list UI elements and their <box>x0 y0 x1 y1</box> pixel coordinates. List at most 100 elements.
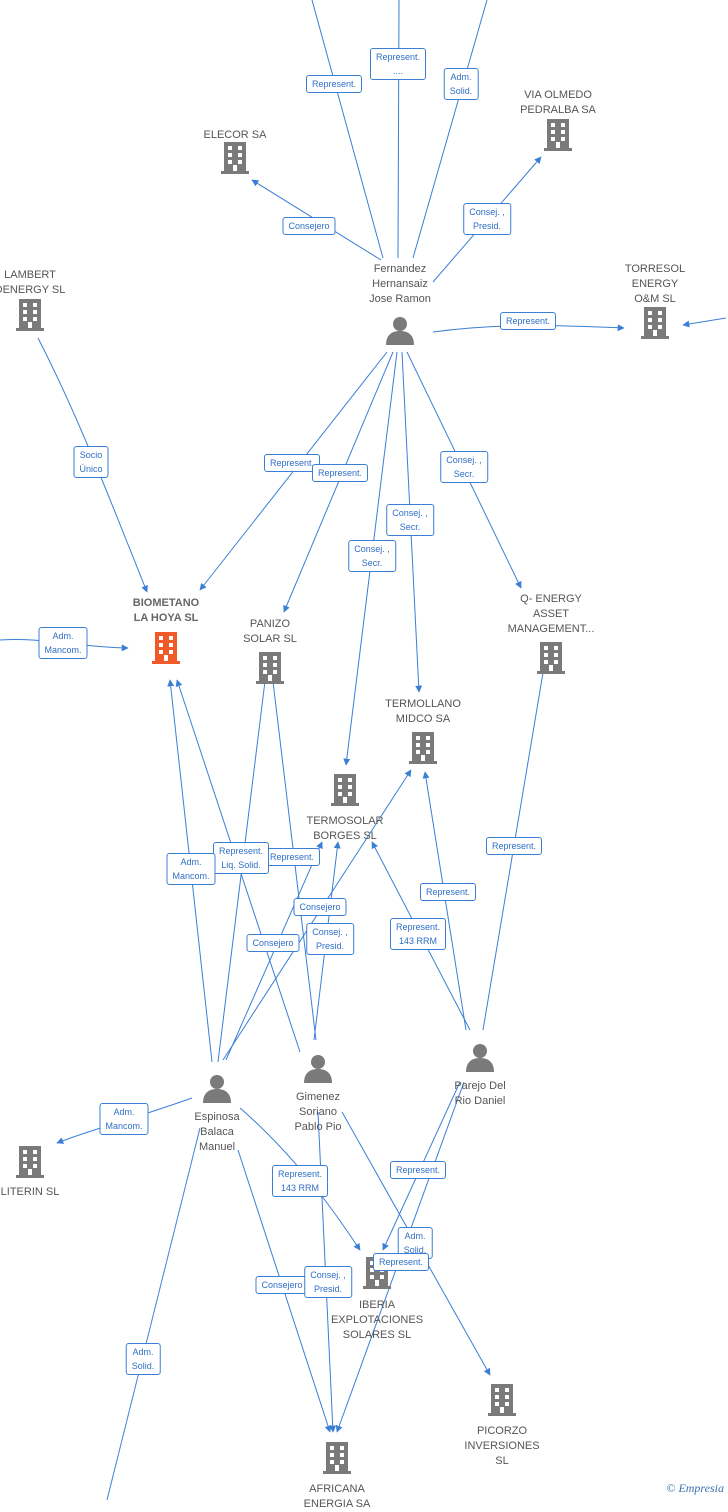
node-label-elecor[interactable]: ELECOR SA <box>204 128 267 143</box>
node-label-line: PICORZO <box>476 1425 528 1437</box>
node-label-line: VIA OLMEDO <box>524 89 592 101</box>
node-label-line: LA HOYA SL <box>133 612 199 624</box>
node-label-line: LAMBERT <box>4 269 56 281</box>
node-label-line: Hernansaiz <box>372 278 428 290</box>
edge-label-line: Secr. <box>399 522 421 532</box>
edge-label-e15[interactable]: Represent.Liq. Solid. <box>212 842 270 874</box>
edge-label-line: Represent. <box>311 79 357 89</box>
person-icon[interactable] <box>304 1055 332 1083</box>
edge-label-e21[interactable]: Represent.143 RRM <box>389 918 447 950</box>
edge-label-e25[interactable]: Represent. <box>389 1161 447 1179</box>
edge-label-e6[interactable]: Represent. <box>499 312 557 330</box>
edge-label-e12[interactable]: Consej. , Secr. <box>348 540 396 572</box>
person-icon[interactable] <box>203 1075 231 1103</box>
edge-label-e5[interactable]: Consej. ,Presid. <box>463 203 511 235</box>
edge-label-e24[interactable]: Represent.143 RRM <box>271 1165 329 1197</box>
node-label-line: Gimenez <box>295 1091 341 1103</box>
edge-label-e14[interactable]: Represent. <box>263 848 321 866</box>
edge-label-line: Consej. , <box>312 927 348 937</box>
edge-label-e9[interactable]: Represent. <box>311 464 369 482</box>
edge-label-line: Liq. Solid. <box>221 860 261 870</box>
building-icon[interactable] <box>409 732 437 764</box>
node-label-line: DENERGY SL <box>0 284 66 296</box>
building-icon[interactable] <box>488 1384 516 1416</box>
edge-label-line: Secr. <box>453 469 475 479</box>
edge-line-7 <box>682 317 727 328</box>
node-label-line: Manuel <box>198 1141 236 1153</box>
edge-label-e18[interactable]: Consejero <box>293 898 347 916</box>
edge-label-e27[interactable]: Represent. <box>372 1253 430 1271</box>
edge-label-e29[interactable]: Consej. ,Presid. <box>304 1266 352 1298</box>
node-label-line: BIOMETANO <box>132 597 200 609</box>
edge-label-e11[interactable]: Consej. ,Secr. <box>386 504 434 536</box>
building-icon[interactable] <box>331 774 359 806</box>
node-label-line: Rio Daniel <box>454 1095 506 1107</box>
building-icon[interactable] <box>544 119 572 151</box>
edge-label-e23[interactable]: Adm. Mancom. <box>99 1103 149 1135</box>
node-label-biometano[interactable]: BIOMETANO LA HOYA SL <box>133 596 199 626</box>
node-label-line: LITERIN SL <box>0 1186 60 1198</box>
building-icon[interactable] <box>641 307 669 339</box>
edge-label-line: Consejero <box>299 902 341 912</box>
building-icon[interactable] <box>256 652 284 684</box>
edge-label-line: Represent. <box>395 1165 441 1175</box>
building-icon[interactable] <box>537 642 565 674</box>
building-icon[interactable] <box>152 632 180 664</box>
edge-label-e10[interactable]: Consej. ,Secr. <box>440 451 488 483</box>
node-label-line: IBERIA <box>358 1299 396 1311</box>
edge-line-3 <box>412 0 488 259</box>
node-label-lambert[interactable]: LAMBERT DENERGY SL <box>0 268 65 298</box>
node-label-line: ELECOR SA <box>203 129 267 141</box>
edge-label-e30[interactable]: Adm.Solid. <box>125 1343 161 1375</box>
edge-label-e3[interactable]: Adm.Solid. <box>443 68 479 100</box>
copyright-symbol: © <box>666 1481 676 1495</box>
edge-label-e2[interactable]: Represent. <box>305 75 363 93</box>
edge-label-e19[interactable]: Consejero <box>246 934 300 952</box>
node-label-line: Jose Ramon <box>369 293 431 305</box>
edge-label-e13[interactable]: Adm.Mancom. <box>38 627 88 659</box>
edge-label-line: Secr. <box>361 558 383 568</box>
node-label-line: MANAGEMENT... <box>507 623 595 635</box>
edge-label-e17[interactable]: Represent. <box>485 837 543 855</box>
edge-label-e1[interactable]: Represent..... <box>369 48 427 80</box>
node-label-literin[interactable]: LITERIN SL <box>1 1185 60 1200</box>
person-icon[interactable] <box>386 317 414 345</box>
edge-label-e8[interactable]: Represent. <box>263 454 321 472</box>
node-label-line: SL <box>495 1455 509 1467</box>
node-label-line: Parejo Del <box>454 1080 506 1092</box>
edge-line-10 <box>283 351 394 613</box>
edge-label-line: Adm. <box>113 1107 135 1117</box>
building-icon[interactable] <box>221 142 249 174</box>
edge-label-line: Mancom. <box>105 1121 143 1131</box>
edge-label-e4[interactable]: Consejero <box>282 217 336 235</box>
edge-label-e20[interactable]: Consej. ,Presid. <box>306 923 354 955</box>
edge-label-line: Represent. <box>269 458 315 468</box>
building-icon[interactable] <box>16 1146 44 1178</box>
node-label-line: SOLAR SL <box>243 633 297 645</box>
edge-label-e22[interactable]: Represent. <box>419 883 477 901</box>
person-icon[interactable] <box>466 1044 494 1072</box>
building-icon[interactable] <box>16 299 44 331</box>
edge-label-e28[interactable]: Consejero <box>255 1276 309 1294</box>
edge-label-e16[interactable]: Adm.Mancom. <box>166 853 216 885</box>
edge-label-line: Mancom. <box>44 645 82 655</box>
edge-label-line: Consej. , <box>354 544 390 554</box>
edge-line-32 <box>106 1127 201 1500</box>
brand-logo-text: Empresia <box>678 1481 724 1495</box>
building-icon[interactable] <box>323 1442 351 1474</box>
edge-label-line: Consejero <box>252 938 294 948</box>
